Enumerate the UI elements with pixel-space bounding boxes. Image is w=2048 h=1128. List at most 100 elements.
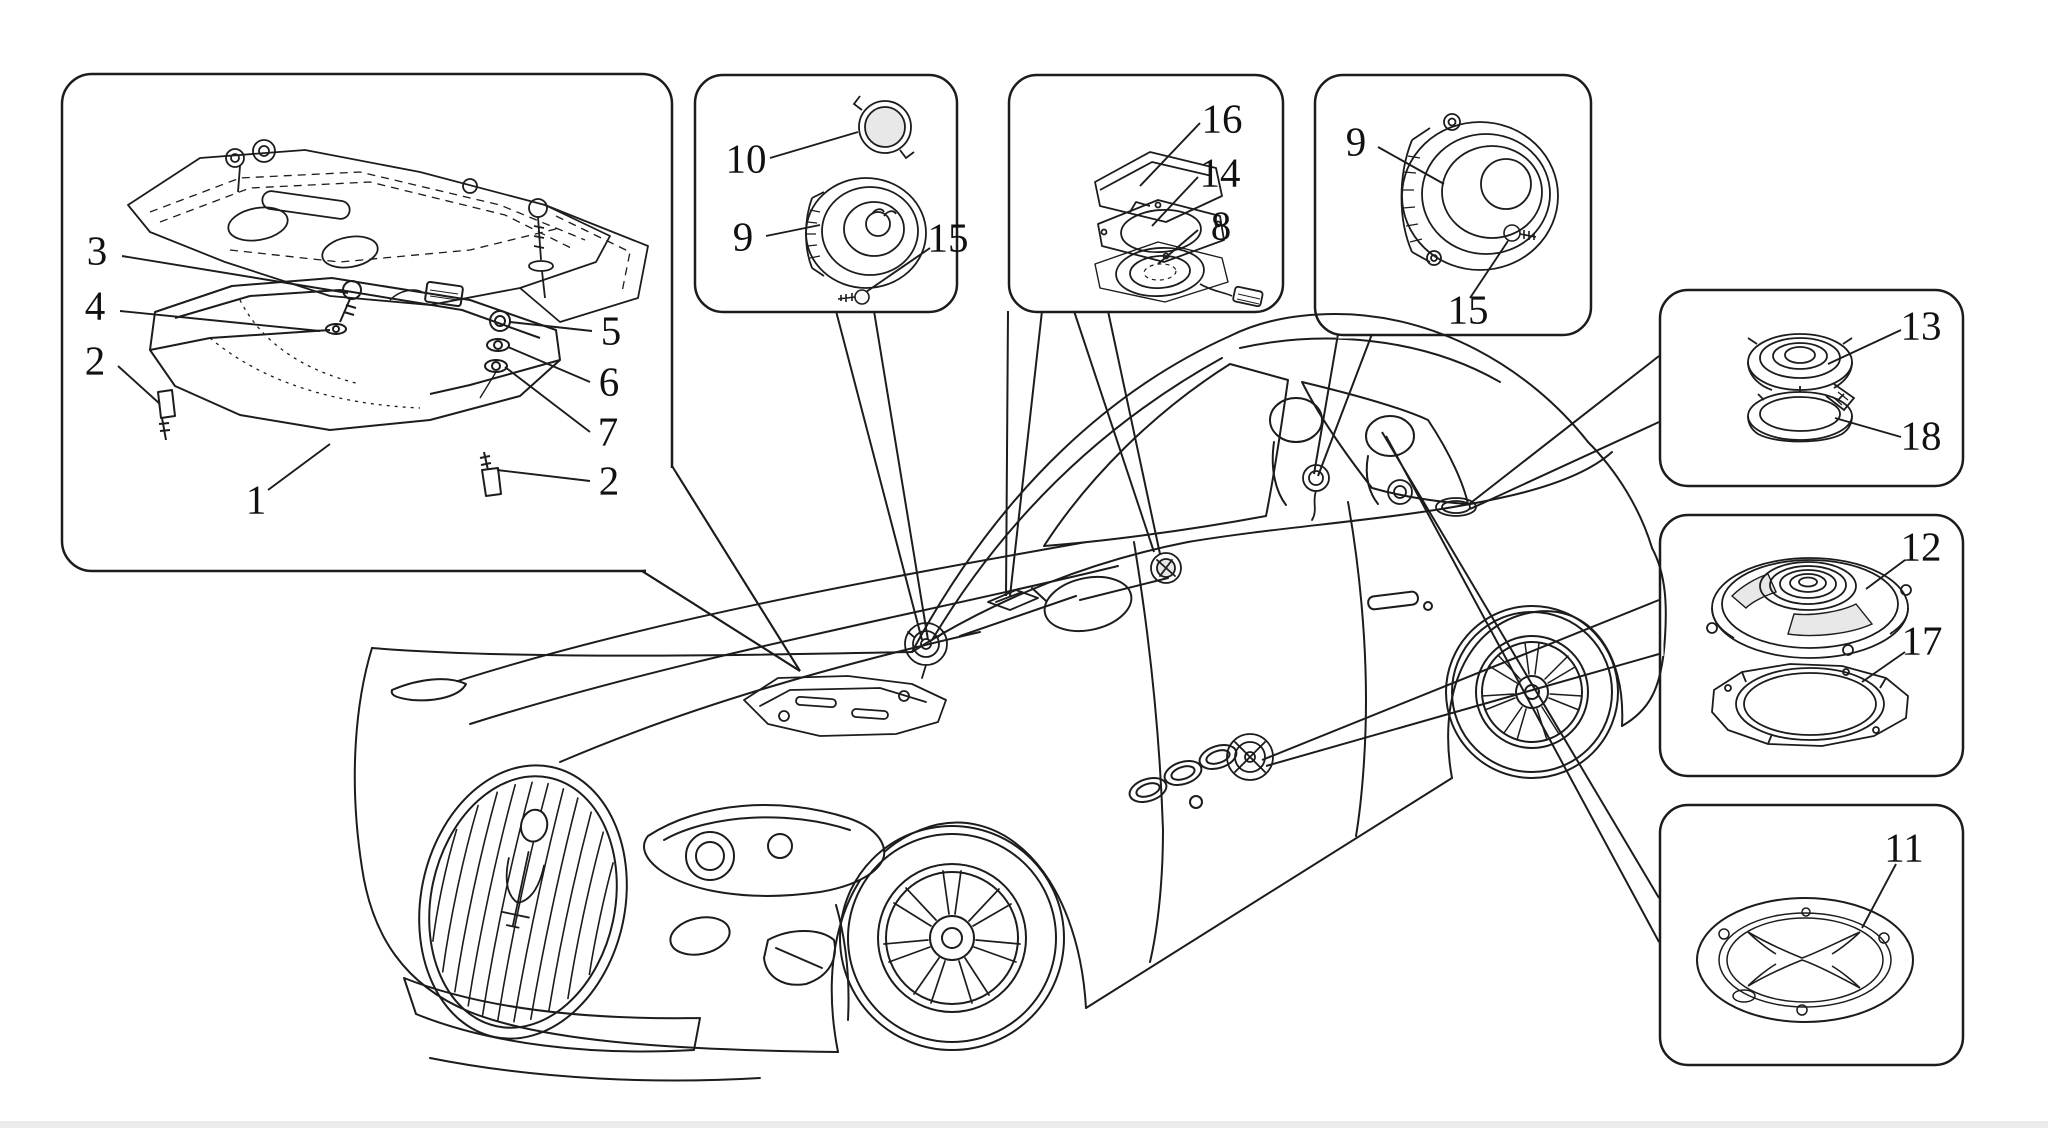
car-roof-drip-line bbox=[1239, 337, 1501, 383]
callout-8: 8 bbox=[1210, 202, 1232, 249]
front-splitter bbox=[429, 1057, 761, 1082]
door-woofer bbox=[1226, 733, 1274, 781]
trident-emblem bbox=[500, 851, 545, 929]
wiper-arm-2 bbox=[1079, 577, 1169, 601]
part-speaker-9-rear bbox=[1400, 113, 1559, 271]
panel-5-frame bbox=[1658, 288, 1965, 488]
car-headrest-left bbox=[1269, 397, 1323, 443]
callout-11: 11 bbox=[1884, 824, 1924, 871]
wiper-arm-1 bbox=[959, 595, 1077, 637]
panel-2-frame bbox=[693, 73, 959, 314]
dash-right-tweeter bbox=[1150, 552, 1182, 584]
callout-18: 18 bbox=[1900, 412, 1942, 459]
footer-strip bbox=[0, 1121, 2048, 1128]
part-gasket-14 bbox=[1097, 199, 1225, 263]
headlight-near bbox=[643, 804, 886, 897]
leader-wedge-dash-right bbox=[1073, 310, 1161, 555]
leader-wedge-rear-shelf-left bbox=[1313, 333, 1373, 477]
car-hood-crease-2 bbox=[469, 565, 1119, 725]
callout-16: 16 bbox=[1201, 95, 1243, 142]
callout-17: 17 bbox=[1901, 617, 1943, 664]
part-mount-bracket bbox=[127, 139, 649, 323]
rear-shelf-speaker-left bbox=[1302, 464, 1330, 521]
part-ring-17 bbox=[1711, 663, 1909, 747]
rear-wheel bbox=[1445, 605, 1619, 779]
callout-9-front: 9 bbox=[732, 213, 754, 260]
part-grille-plate-11 bbox=[1696, 897, 1914, 1023]
headlight-near-contour bbox=[663, 816, 851, 841]
part-subwoofer-enclosure bbox=[149, 277, 561, 497]
car-nose-profile bbox=[353, 647, 839, 1053]
leader-wedge-shelf-tweeter bbox=[1467, 355, 1660, 510]
callout-10: 10 bbox=[725, 135, 767, 182]
callout-4: 4 bbox=[84, 282, 106, 329]
car-windshield-glass-edge bbox=[931, 357, 1223, 641]
car-front-door-shutline bbox=[1133, 541, 1164, 963]
callout-3: 3 bbox=[86, 227, 108, 274]
car-hood-left-edge bbox=[371, 647, 913, 657]
door-lock bbox=[1423, 601, 1433, 611]
leader-wedge-shelf-grille bbox=[1381, 431, 1660, 943]
headlight-far bbox=[390, 678, 467, 702]
car-roofline bbox=[1229, 313, 1589, 443]
headlight-projector bbox=[685, 831, 735, 881]
callout-2-right: 2 bbox=[598, 457, 620, 504]
car-cowl-line bbox=[911, 541, 1189, 653]
leader-wedge-door-woofer bbox=[1261, 599, 1660, 767]
side-mirror-head bbox=[1043, 575, 1133, 633]
door-handle bbox=[1367, 590, 1419, 611]
car-hood-crease-1 bbox=[429, 534, 1127, 691]
car-line-art bbox=[353, 313, 1667, 1082]
car-rocker bbox=[1085, 777, 1453, 1009]
part-speaker-9-front bbox=[805, 177, 927, 289]
fender-vents bbox=[1128, 744, 1238, 809]
callout-5: 5 bbox=[600, 307, 622, 354]
front-grille bbox=[418, 764, 628, 1040]
callout-14: 14 bbox=[1199, 149, 1241, 196]
callout-7: 7 bbox=[597, 408, 619, 455]
cowl-center-bracket bbox=[987, 589, 1039, 611]
car-rear-deck bbox=[1587, 441, 1653, 549]
panel-frames bbox=[60, 72, 1965, 1067]
part-ring-18 bbox=[1747, 386, 1853, 443]
car-rear-door-shutline bbox=[1347, 501, 1367, 837]
leader-wedge-cowl-center bbox=[1005, 310, 1043, 597]
part-screw-15-rear bbox=[1503, 224, 1537, 242]
rear-shelf-speaker-mid bbox=[1387, 479, 1413, 505]
callout-6: 6 bbox=[598, 358, 620, 405]
part-tweeter-10 bbox=[852, 95, 915, 160]
part-screw-15-front bbox=[837, 289, 870, 305]
callout-12: 12 bbox=[1900, 523, 1942, 570]
callout-9-rear: 9 bbox=[1345, 118, 1367, 165]
panel-4-frame bbox=[1313, 73, 1593, 337]
callout-leader-lines bbox=[117, 122, 1906, 929]
front-wheel bbox=[839, 825, 1065, 1051]
panel-3-frame bbox=[1007, 73, 1285, 314]
car-hood-center-line bbox=[559, 631, 981, 763]
lower-intake bbox=[403, 977, 701, 1053]
car-a-pillar bbox=[911, 335, 1231, 653]
bumper-seam bbox=[835, 904, 850, 1021]
car-front-window bbox=[1043, 363, 1289, 547]
bumper-opening bbox=[763, 930, 836, 986]
callout-2-left: 2 bbox=[84, 337, 106, 384]
car-seatback-right bbox=[1365, 455, 1379, 505]
bumper-scoop-left bbox=[669, 916, 731, 956]
part-speaker-8 bbox=[1094, 241, 1264, 308]
car-headrest-right bbox=[1365, 415, 1415, 457]
part-speaker-12 bbox=[1706, 557, 1912, 659]
callout-1: 1 bbox=[245, 476, 267, 523]
hood-subwoofer-bracket bbox=[743, 675, 947, 737]
panel-1-corner-cut bbox=[641, 465, 801, 672]
panel-6-frame bbox=[1658, 513, 1965, 778]
trident-badge bbox=[519, 808, 549, 843]
panel-1-frame bbox=[60, 72, 674, 573]
leader-wedge-dash-left bbox=[835, 310, 929, 641]
callout-15-front: 15 bbox=[927, 214, 969, 261]
callout-13: 13 bbox=[1900, 302, 1942, 349]
callout-15-rear: 15 bbox=[1447, 286, 1489, 333]
panel-7-frame bbox=[1658, 803, 1965, 1067]
part-tweeter-13 bbox=[1747, 333, 1856, 412]
